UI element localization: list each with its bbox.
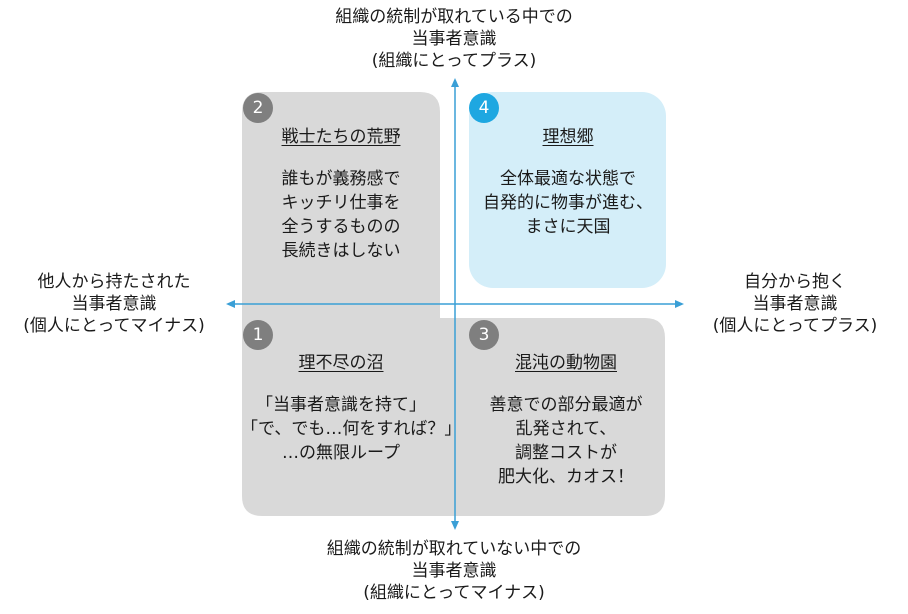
quadrant-2-description: 誰もが義務感で キッチリ仕事を 全うするものの 長続きはしない (241, 167, 441, 263)
left-axis-line: (個人にとってマイナス) (23, 316, 205, 336)
quadrant-3-description-line: 善意での部分最適が (489, 395, 643, 415)
quadrant-3-description-line: 調整コストが (515, 443, 617, 463)
left-arrow-head (226, 300, 235, 308)
top-axis-line: (組織にとってプラス) (371, 51, 537, 71)
top-axis-line: 組織の統制が取れている中での (335, 7, 573, 27)
quadrant-2-number-badge: 2 (243, 93, 273, 123)
quadrant-2-description-line: キッチリ仕事を (281, 193, 401, 213)
quadrant-1-description-line: 「で、でも…何をすれば？」 (241, 419, 462, 439)
top-arrow-head (451, 78, 459, 87)
quadrant-3-title: 混沌の動物園 (515, 353, 617, 373)
quadrant-2-title: 戦士たちの荒野 (281, 127, 401, 147)
bottom-arrow-head (451, 521, 459, 530)
right-axis-label: 自分から抱く 当事者意識 (個人にとってプラス) (695, 271, 895, 337)
quadrant-4-description-line: 全体最適な状態で (500, 169, 636, 189)
quadrant-4-title: 理想郷 (542, 127, 594, 147)
quadrant-1-number-badge: 1 (243, 320, 273, 350)
bottom-axis-line: 当事者意識 (411, 561, 497, 581)
quadrant-3-description-line: 乱発されて、 (515, 419, 617, 439)
ideal-quadrant-box (469, 92, 666, 288)
quadrant-1-description: 「当事者意識を持て」 「で、でも…何をすれば？」 …の無限ループ (241, 393, 462, 465)
bottom-axis-label: 組織の統制が取れていない中での 当事者意識 (組織にとってマイナス) (304, 538, 604, 604)
left-axis-line: 当事者意識 (71, 294, 157, 314)
right-axis-line: 当事者意識 (752, 294, 838, 314)
quadrant-1-title: 理不尽の沼 (298, 353, 384, 373)
quadrant-3-description-line: 肥大化、カオス！ (498, 467, 634, 487)
top-axis-line: 当事者意識 (411, 29, 497, 49)
left-axis-line: 他人から持たされた (37, 272, 191, 292)
quadrant-4-number-badge: 4 (469, 93, 499, 123)
quadrant-4-description-line: 自発的に物事が進む、 (483, 193, 653, 213)
quadrant-1-description-line: …の無限ループ (282, 443, 400, 463)
quadrant-2-description-line: 長続きはしない (281, 241, 401, 261)
right-axis-line: (個人にとってプラス) (712, 316, 878, 336)
right-arrow-head (675, 300, 684, 308)
quadrant-2-description-line: 全うするものの (281, 217, 401, 237)
quadrant-1-description-line: 「当事者意識を持て」 (256, 395, 426, 415)
bottom-axis-line: (組織にとってマイナス) (363, 583, 545, 603)
quadrant-2-description-line: 誰もが義務感で (281, 169, 401, 189)
quadrant-3-number-badge: 3 (469, 320, 499, 350)
left-axis-label: 他人から持たされた 当事者意識 (個人にとってマイナス) (14, 271, 214, 337)
quadrant-4-description-line: まさに天国 (525, 217, 611, 237)
gray-combined-region (242, 92, 665, 516)
quadrant-4-description: 全体最適な状態で 自発的に物事が進む、 まさに天国 (468, 167, 668, 239)
quadrant-3-description: 善意での部分最適が 乱発されて、 調整コストが 肥大化、カオス！ (466, 393, 666, 489)
top-axis-label: 組織の統制が取れている中での 当事者意識 (組織にとってプラス) (304, 6, 604, 72)
bottom-axis-line: 組織の統制が取れていない中での (326, 539, 582, 559)
right-axis-line: 自分から抱く (744, 272, 846, 292)
